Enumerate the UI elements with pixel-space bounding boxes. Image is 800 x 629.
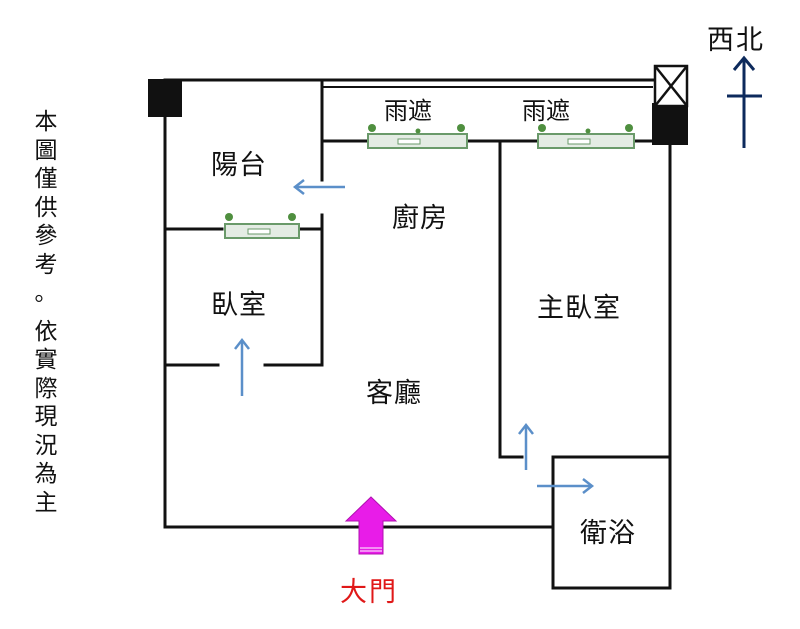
disclaimer-char: 主 xyxy=(34,489,58,516)
room-label-bedroom: 臥室 xyxy=(211,290,267,321)
entrance-label: 大門 xyxy=(340,577,398,608)
entrance-arrow xyxy=(344,496,398,555)
disclaimer-char: 供 xyxy=(34,194,58,221)
disclaimer-char: 考 xyxy=(34,251,58,278)
shaft-box xyxy=(653,64,689,108)
disclaimer-char: 依 xyxy=(34,318,58,345)
planter-window-right xyxy=(537,124,635,149)
disclaimer-char: 。 xyxy=(34,280,58,306)
disclaimer-char: 本 xyxy=(34,109,58,135)
arrow-to-bathroom xyxy=(537,478,595,494)
disclaimer-char: 圖 xyxy=(34,137,58,164)
compass-arrow xyxy=(727,55,762,148)
disclaimer-char: 際 xyxy=(34,375,58,402)
disclaimer-char: 參 xyxy=(34,223,58,249)
column-top-left xyxy=(148,79,182,117)
planter-window-left xyxy=(367,124,468,149)
disclaimer-char: 現 xyxy=(34,404,58,430)
column-top-right xyxy=(652,103,688,145)
flow-arrows xyxy=(234,179,595,494)
disclaimer-char: 況 xyxy=(34,432,58,459)
disclaimer-char: 為 xyxy=(34,461,58,487)
arrow-to-master-bedroom xyxy=(518,422,534,470)
canopy-label-right: 雨遮 xyxy=(522,97,570,125)
arrow-to-balcony xyxy=(292,179,345,195)
room-label-kitchen: 廚房 xyxy=(392,203,448,234)
canopy-label-left: 雨遮 xyxy=(384,97,432,125)
room-label-bathroom: 衛浴 xyxy=(580,518,636,549)
walls xyxy=(163,78,672,590)
disclaimer-char: 僅 xyxy=(34,166,58,192)
disclaimer-line-1: 本圖僅供參考。 xyxy=(30,108,62,308)
compass-label: 西北 xyxy=(707,25,765,56)
disclaimer-line-2: 依實際現況為主 xyxy=(30,318,62,518)
arrow-to-bedroom xyxy=(234,337,250,396)
disclaimer-char: 實 xyxy=(34,347,58,373)
room-label-living-room: 客廳 xyxy=(366,378,422,409)
planter-window-balcony xyxy=(224,213,300,239)
disclaimer-text: 本圖僅供參考。 依實際現況為主 xyxy=(30,108,62,517)
room-label-master-bedroom: 主臥室 xyxy=(537,293,621,324)
room-label-balcony: 陽台 xyxy=(211,150,267,181)
